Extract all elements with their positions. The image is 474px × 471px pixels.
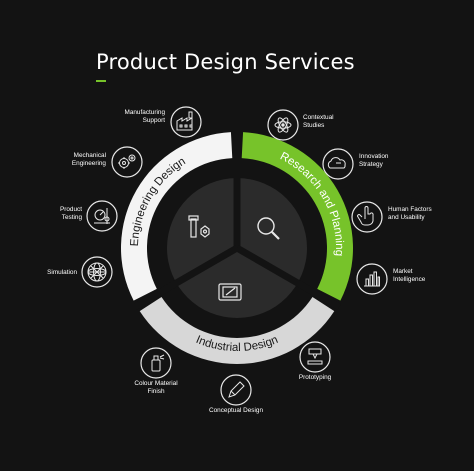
segment-divider [235, 244, 341, 311]
service-label-line: Market [393, 268, 413, 275]
service-label-line: Manufacturing [125, 109, 166, 116]
spray-icon [151, 354, 165, 372]
service-badge: Simulation [47, 256, 113, 288]
service-label: Prototyping [299, 374, 332, 381]
service-label-line: Strategy [359, 161, 384, 168]
bar-chart-icon [364, 271, 380, 287]
segment-divider [133, 244, 239, 311]
service-label-line: Prototyping [299, 374, 332, 381]
service-badge-ring [86, 200, 118, 232]
service-label-line: Contextual [303, 114, 334, 121]
service-label: Simulation [47, 269, 77, 276]
mesh-sphere-icon [87, 262, 107, 282]
diagram-title: Product Design Services [96, 50, 355, 74]
service-label-line: Testing [62, 214, 83, 221]
service-label-line: Studies [303, 122, 324, 129]
ring-segment-engineering [121, 132, 233, 301]
service-label-line: Simulation [47, 269, 77, 276]
service-badge-ring [322, 148, 354, 180]
service-label-line: Human Factors [388, 206, 432, 213]
service-label-line: Colour Material [134, 380, 177, 387]
gears-icon [118, 154, 136, 169]
ring-segment-industrial [139, 297, 335, 364]
service-label-line: Innovation [359, 153, 389, 160]
service-label-line: Engineering [72, 160, 107, 167]
3d-printer-icon [307, 348, 323, 365]
service-badge: Prototyping [299, 341, 332, 381]
hand-pointer-icon [357, 206, 374, 226]
atom-icon [274, 117, 292, 133]
service-label-line: Mechanical [74, 152, 106, 159]
service-label-line: Intelligence [393, 276, 426, 283]
pencil-icon [228, 381, 245, 398]
service-label-line: and Usability [388, 214, 425, 221]
ring-segment-research [241, 132, 353, 301]
magnifier-icon [257, 217, 280, 240]
service-label-line: Support [143, 117, 166, 124]
service-label: Conceptual Design [209, 407, 263, 414]
service-badge: Conceptual Design [209, 374, 263, 414]
service-badge-ring [220, 374, 252, 406]
title-accent-bar [96, 80, 106, 82]
service-badge-ring [170, 106, 202, 138]
test-gauge-icon [94, 208, 110, 224]
drawing-tablet-icon [218, 283, 242, 301]
bolt-nut-icon [188, 215, 210, 238]
service-badge-ring [140, 347, 172, 379]
factory-icon [176, 111, 193, 131]
service-badge-ring [111, 146, 143, 178]
service-label-line: Conceptual Design [209, 407, 263, 414]
service-label-line: Product [60, 206, 82, 213]
service-label-line: Finish [147, 388, 164, 395]
cloud-idea-icon [327, 157, 346, 169]
service-badge-ring [351, 201, 383, 233]
inner-dividers [133, 130, 341, 311]
